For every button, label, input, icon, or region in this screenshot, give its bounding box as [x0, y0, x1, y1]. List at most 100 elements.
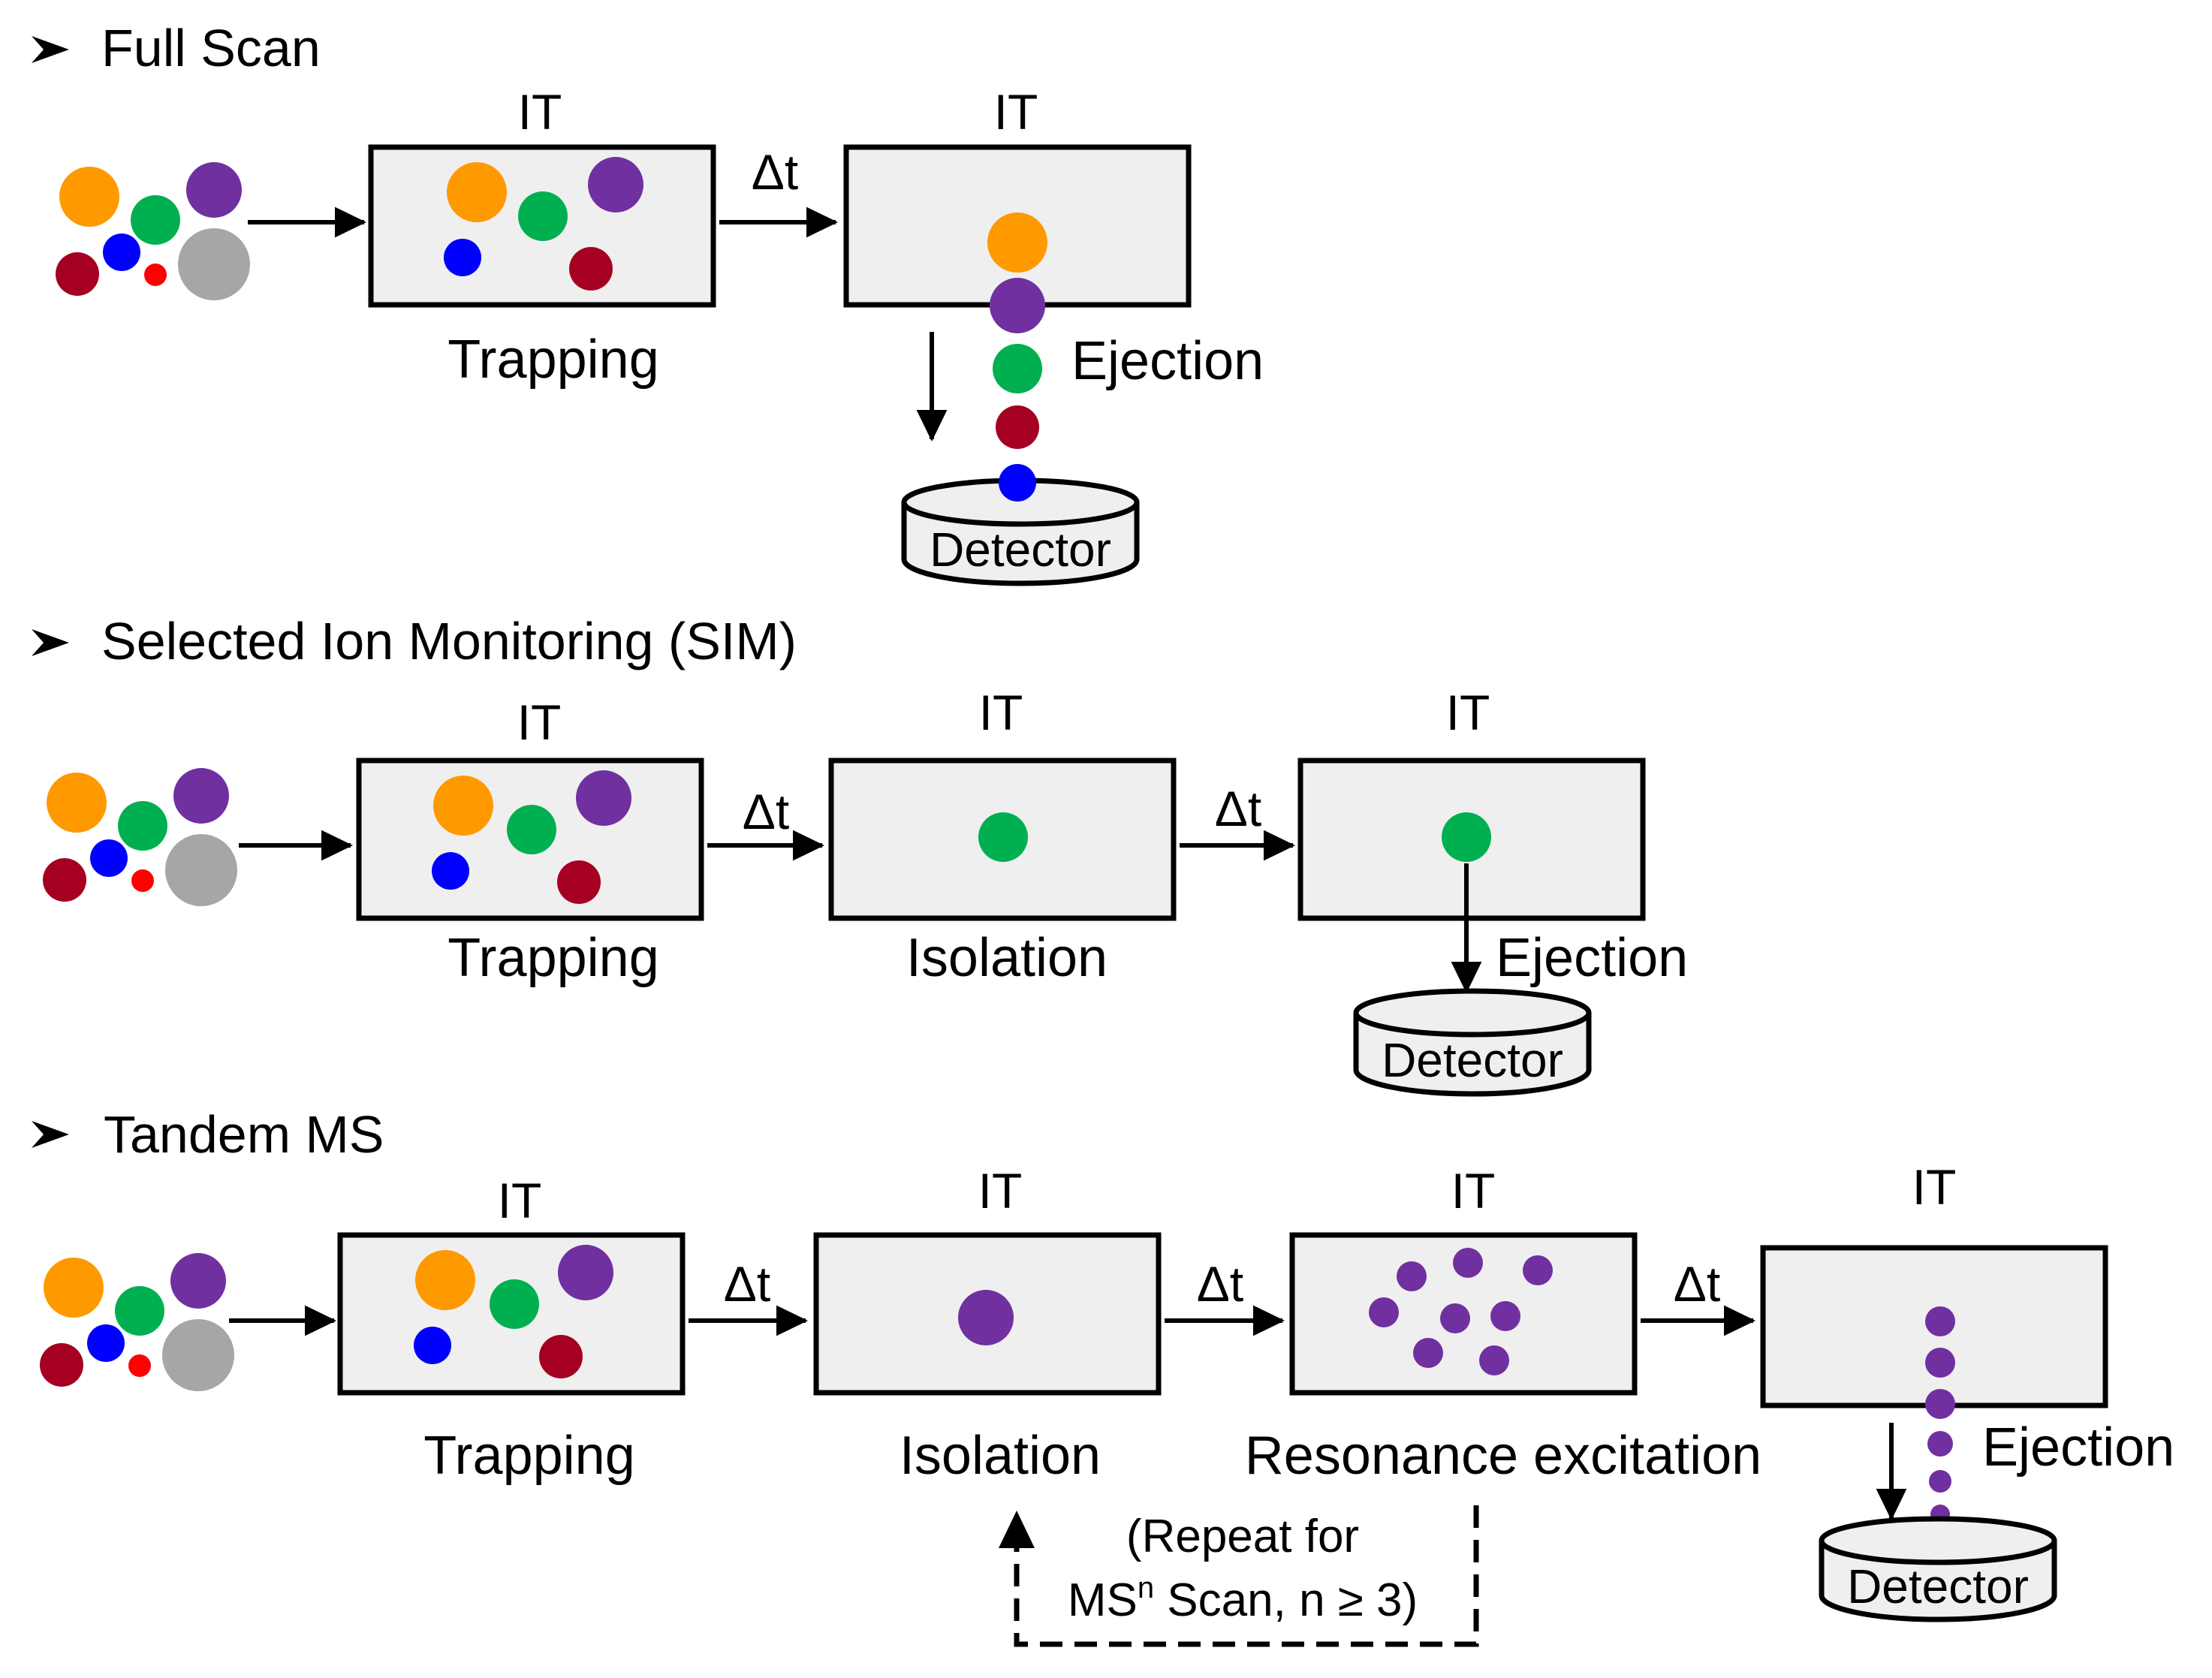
ion-trap-label: IT: [1912, 1159, 1957, 1215]
fragment-ion: [1440, 1303, 1470, 1333]
ion-red: [131, 869, 154, 892]
ion-crimson: [56, 252, 99, 296]
ion-green: [1442, 812, 1491, 862]
ion-crimson: [40, 1343, 83, 1387]
ion-trap-isolation: [828, 758, 1177, 921]
ion-orange: [59, 167, 119, 227]
detector: Detector: [1819, 1516, 2057, 1622]
repeat-loop-arrowhead: [999, 1511, 1035, 1548]
ion-green: [115, 1286, 164, 1336]
ion-purple: [173, 768, 229, 824]
ejection-caption: Ejection: [1071, 331, 1264, 391]
fragment-ion: [1925, 1389, 1955, 1419]
ion-crimson: [43, 858, 86, 902]
ion-gray: [162, 1319, 234, 1391]
repeat-loop-dashed-path: [1014, 1505, 1479, 1647]
repeat-note-line1: (Repeat for: [1126, 1511, 1359, 1562]
time-step-label: Δt: [752, 144, 798, 200]
ion-mixture: [40, 1253, 234, 1391]
ion-green: [518, 191, 568, 241]
fragment-ion: [1925, 1348, 1955, 1378]
ion-purple: [576, 770, 631, 826]
ion-purple: [186, 162, 242, 218]
ion-trap-label: IT: [518, 84, 562, 140]
fragment-ion: [1369, 1297, 1399, 1327]
ejection-caption: Ejection: [1496, 928, 1688, 988]
fragment-ion: [1413, 1338, 1443, 1368]
arrowhead-bullet-icon: [32, 1121, 69, 1148]
ion-orange: [987, 212, 1047, 273]
time-step-label: Δt: [724, 1256, 770, 1312]
ion-trap-label: IT: [994, 84, 1038, 140]
fragment-ion: [1929, 1470, 1951, 1493]
fragment-ion: [1490, 1301, 1520, 1331]
ion-gray: [178, 228, 250, 300]
stage-caption: Resonance excitation: [1245, 1426, 1761, 1486]
ion-orange: [447, 162, 507, 222]
fragment-ion: [1927, 1431, 1953, 1457]
detector: Detector: [1353, 988, 1592, 1097]
fragment-ions: [1369, 1248, 1553, 1375]
ion-trap-label: IT: [979, 685, 1023, 740]
ion-orange: [44, 1258, 104, 1318]
fragment-ion: [1479, 1345, 1509, 1375]
ion-purple: [170, 1253, 226, 1309]
ion-green: [131, 195, 180, 245]
ion-green: [993, 344, 1042, 393]
ion-blue: [444, 239, 481, 276]
ion-trap-ejection: [1297, 758, 1646, 921]
ion-gray: [165, 834, 237, 906]
time-step-label: Δt: [1215, 781, 1261, 836]
ion-blue: [87, 1324, 125, 1362]
ion-orange: [433, 776, 493, 836]
section-title: Tandem MS: [104, 1105, 384, 1164]
ion-green: [118, 801, 167, 851]
time-step-label: Δt: [1674, 1256, 1720, 1312]
ejection-caption: Ejection: [1982, 1417, 2174, 1478]
fragment-ion: [1523, 1255, 1553, 1285]
ion-red: [128, 1354, 151, 1377]
ion-crimson: [539, 1335, 583, 1378]
ion-crimson: [569, 247, 613, 291]
section-full-scan: Full Scan IT Trapping Δt IT Ejection: [32, 19, 1264, 586]
ion-orange: [415, 1250, 475, 1310]
ion-green: [978, 812, 1028, 862]
stage-caption: Isolation: [906, 928, 1108, 988]
time-step-label: Δt: [743, 784, 789, 839]
section-tandem-ms: Tandem MS IT Trapping Δt IT Isolation Δt…: [32, 1105, 2174, 1647]
time-step-label: Δt: [1197, 1256, 1243, 1312]
detector: Detector: [901, 464, 1140, 586]
trap-caption: Trapping: [448, 330, 659, 390]
ion-mixture: [43, 768, 237, 906]
section-sim: Selected Ion Monitoring (SIM) IT Trappin…: [32, 612, 1688, 1097]
ion-purple: [958, 1290, 1014, 1345]
ion-mixture: [56, 162, 250, 300]
detector-label: Detector: [1847, 1559, 2029, 1613]
arrowhead-bullet-icon: [32, 629, 69, 656]
ion-green: [507, 805, 556, 854]
ion-blue: [432, 852, 469, 890]
fragment-ion: [1397, 1261, 1427, 1291]
stage-caption: Isolation: [900, 1426, 1101, 1486]
section-title: Full Scan: [101, 19, 321, 77]
ion-green: [490, 1279, 539, 1329]
ion-orange: [47, 773, 107, 833]
trap-caption: Trapping: [423, 1426, 635, 1486]
ion-blue: [414, 1327, 451, 1364]
arrowhead-bullet-icon: [32, 36, 69, 63]
ion-crimson: [557, 860, 601, 904]
ion-trap-label: IT: [517, 694, 562, 750]
ion-blue: [90, 839, 128, 877]
ejected-fragment-ions: [1925, 1306, 1955, 1524]
detector-label: Detector: [1382, 1033, 1563, 1087]
ion-trap-label: IT: [978, 1163, 1023, 1219]
ion-purple: [990, 278, 1045, 333]
ion-trap-label: IT: [1451, 1163, 1496, 1219]
section-title: Selected Ion Monitoring (SIM): [101, 612, 797, 670]
ion-red: [144, 264, 167, 286]
ion-trap-trapping: [337, 1232, 686, 1396]
ion-trap-label: IT: [1446, 685, 1490, 740]
fragment-ion: [1453, 1248, 1483, 1278]
repeat-note-line2: MSn Scan, n ≥ 3): [1068, 1571, 1418, 1626]
